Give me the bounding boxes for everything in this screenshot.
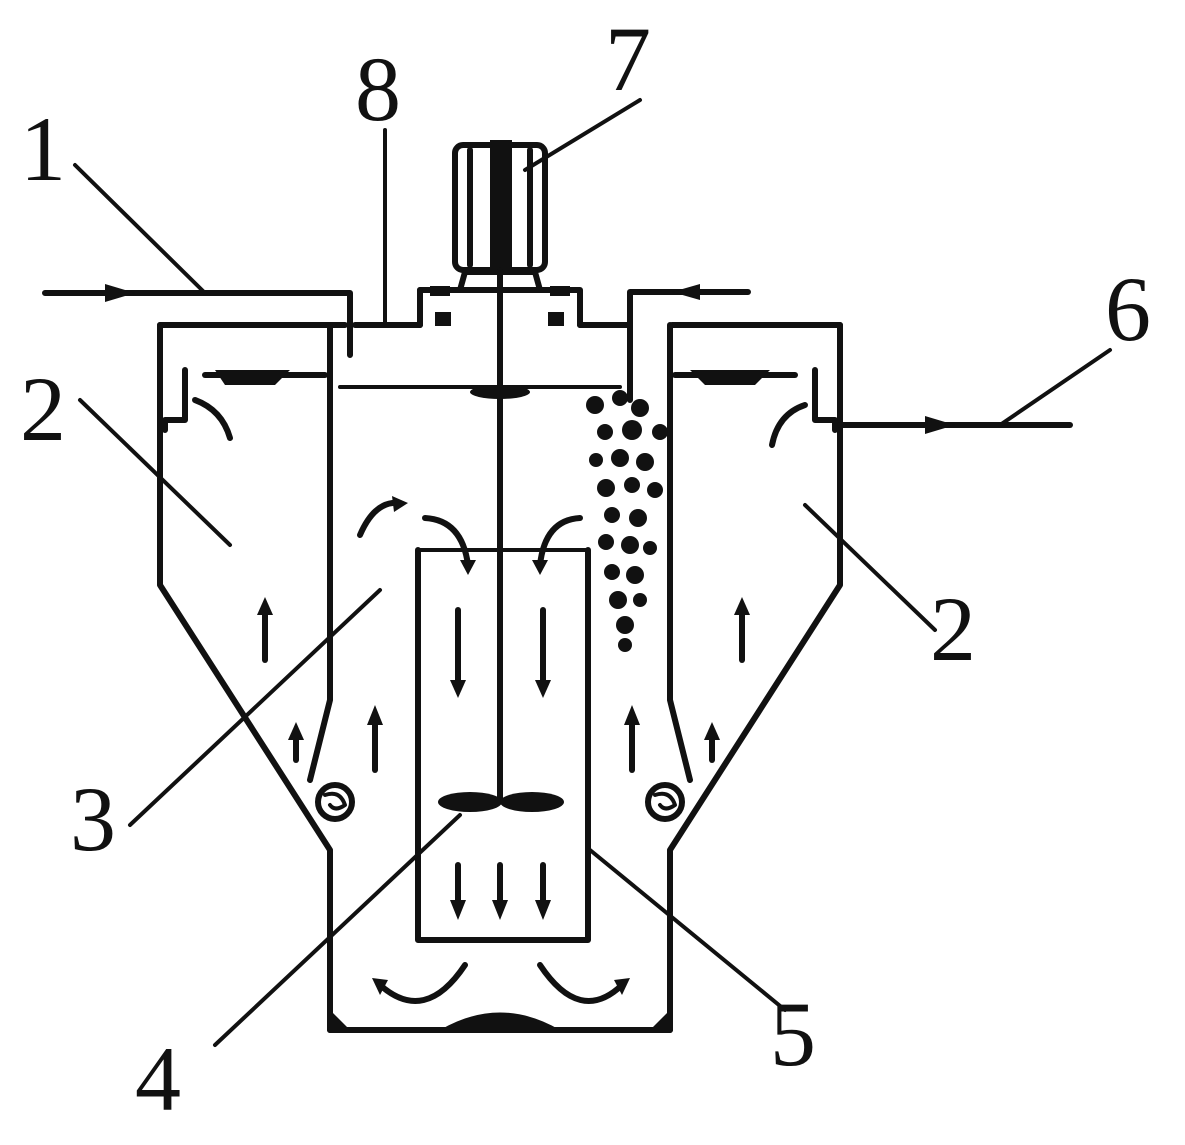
flow-arrows <box>257 496 750 1004</box>
inlet-pipe <box>42 284 353 358</box>
swirl-right-icon <box>645 782 685 822</box>
agitator-shaft <box>438 267 564 812</box>
label-4: 4 <box>135 1028 181 1130</box>
number-labels: 1 8 7 6 2 2 3 4 5 <box>20 8 1151 1130</box>
inner-baffles <box>307 322 693 783</box>
label-8: 8 <box>355 38 401 140</box>
leader-lines <box>73 98 1112 1047</box>
label-6: 6 <box>1105 258 1151 360</box>
label-7: 7 <box>605 8 651 110</box>
label-5: 5 <box>770 983 816 1085</box>
outlet-pipe <box>837 416 1073 434</box>
label-3: 3 <box>70 768 116 870</box>
lower-impeller-right <box>500 792 564 812</box>
label-1: 1 <box>20 98 66 200</box>
dosing-pipe <box>627 284 751 403</box>
weir-troughs <box>162 367 838 448</box>
lower-impeller-left <box>438 792 502 812</box>
draft-tube <box>415 547 591 943</box>
dosing-particles <box>586 390 668 652</box>
upper-impeller <box>470 385 530 399</box>
label-2-right: 2 <box>930 578 976 680</box>
swirl-left-icon <box>315 782 355 822</box>
label-2-left: 2 <box>20 358 66 460</box>
